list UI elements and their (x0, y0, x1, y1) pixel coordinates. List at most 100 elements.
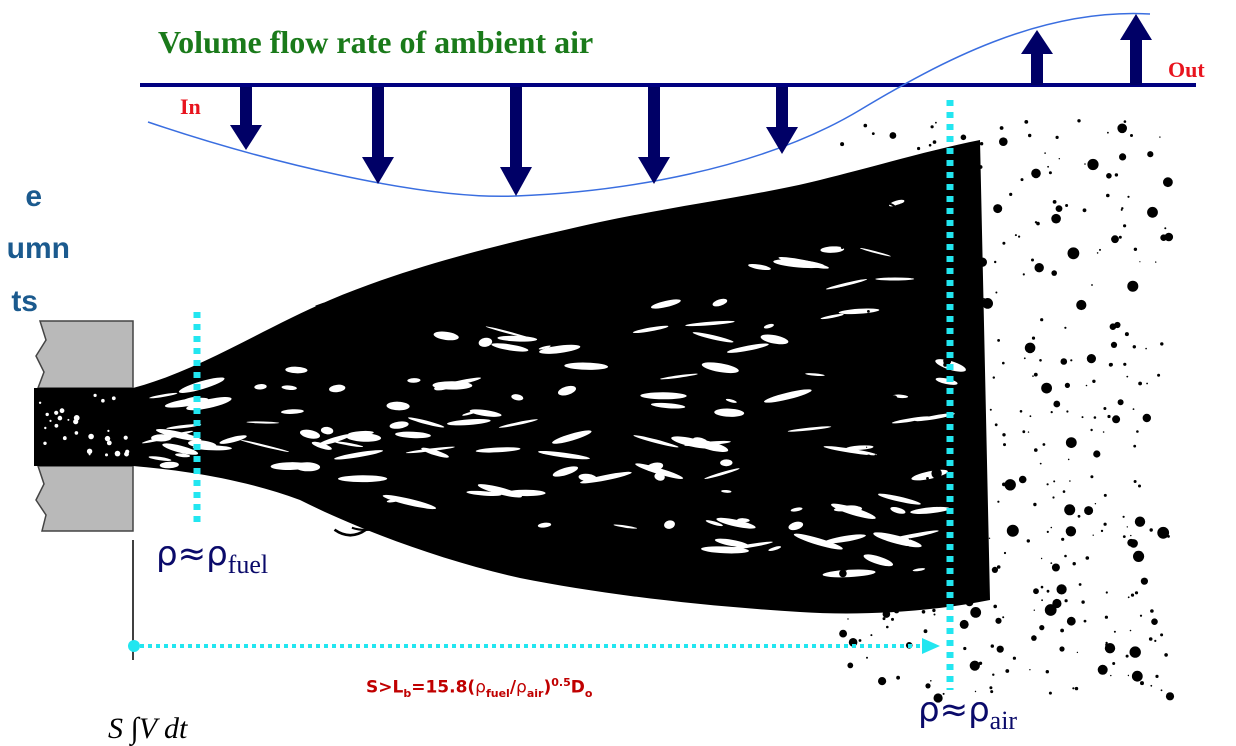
plume-streak (334, 450, 384, 460)
plume-fiber (603, 555, 645, 563)
plume-streak (407, 378, 421, 383)
droplet (1081, 416, 1084, 419)
droplet (999, 137, 1008, 146)
droplet (935, 121, 937, 124)
plume-fiber (587, 263, 641, 267)
plume-streak (254, 384, 267, 390)
jet-speck (101, 398, 105, 403)
plume-fiber (800, 580, 828, 588)
droplet (1064, 382, 1070, 388)
jet-speck (123, 435, 128, 440)
droplet (1159, 136, 1161, 138)
jet-speck (43, 441, 47, 445)
droplet (1117, 399, 1124, 406)
droplet (931, 468, 942, 479)
droplet (1084, 163, 1086, 165)
droplet (840, 561, 850, 571)
plume-streak (650, 299, 681, 309)
plume-streak (712, 298, 728, 307)
droplet (922, 271, 932, 281)
plume-streak (346, 433, 382, 442)
plume-streak (863, 554, 894, 567)
jet-speck (74, 431, 79, 435)
droplet (1084, 506, 1094, 516)
droplet (1097, 664, 1108, 675)
jet-speck (67, 418, 70, 421)
droplet (1045, 670, 1050, 674)
droplet (866, 656, 868, 659)
plume-streak (838, 308, 880, 315)
droplet (974, 287, 977, 290)
droplet (988, 537, 991, 539)
droplet (957, 293, 962, 298)
droplet (1083, 619, 1087, 623)
droplet (1127, 596, 1130, 599)
droplet (1034, 448, 1038, 452)
plume-streak (890, 507, 906, 514)
droplet (903, 546, 911, 554)
droplet (1104, 643, 1116, 654)
droplet (934, 504, 937, 507)
plume-streak (912, 568, 926, 572)
droplet (840, 142, 845, 147)
droplet (982, 298, 993, 309)
outflow-arrows (1021, 14, 1152, 85)
plume-fiber (583, 556, 652, 562)
plume-streak (477, 484, 522, 498)
droplet (1110, 674, 1112, 677)
droplet (1139, 614, 1143, 617)
droplet (850, 314, 860, 324)
droplet (1052, 200, 1057, 204)
droplet (845, 358, 848, 362)
droplet (1127, 280, 1139, 292)
plume-fiber (818, 589, 888, 600)
plume-streak (725, 398, 737, 403)
droplet (1066, 410, 1069, 413)
droplet (1031, 168, 1041, 179)
plume-streak (613, 524, 638, 529)
droplet (854, 395, 858, 399)
plume-streak (842, 505, 863, 512)
droplet (962, 245, 966, 249)
droplet (1118, 235, 1122, 239)
droplet (960, 545, 964, 550)
integral-formula: S ∫V dt (108, 712, 188, 745)
droplet (970, 607, 982, 618)
droplet (953, 417, 958, 422)
droplet (1076, 651, 1079, 654)
droplet (1155, 674, 1159, 679)
droplet (898, 180, 909, 191)
droplet (929, 302, 933, 306)
droplet (1033, 502, 1037, 507)
droplet (1055, 205, 1063, 213)
droplet (838, 469, 842, 474)
droplet (978, 165, 983, 169)
plume-streak (705, 520, 723, 527)
plume-main (133, 140, 990, 614)
droplet (910, 275, 913, 279)
droplet (1133, 247, 1138, 251)
droplet (1005, 669, 1010, 673)
spray-plume (133, 140, 990, 614)
plume-streak (768, 546, 782, 552)
plume-fiber (354, 299, 381, 308)
droplet (909, 162, 911, 165)
plume-streak (175, 453, 191, 458)
jet-speck (63, 436, 67, 439)
plume-streak (178, 377, 225, 393)
droplet (1067, 458, 1070, 461)
jet-speck (105, 453, 108, 457)
plume-streak (537, 522, 552, 528)
droplet (932, 140, 937, 144)
droplet (933, 496, 944, 507)
droplet (1065, 204, 1069, 207)
plume-fiber (815, 205, 863, 212)
droplet (889, 196, 892, 198)
droplet (1164, 653, 1168, 657)
droplet (1148, 637, 1153, 641)
plume-streak (886, 530, 939, 542)
plume-streak (716, 517, 756, 529)
droplet (1130, 534, 1132, 537)
droplet (1053, 480, 1056, 483)
plume-streak (281, 385, 297, 390)
